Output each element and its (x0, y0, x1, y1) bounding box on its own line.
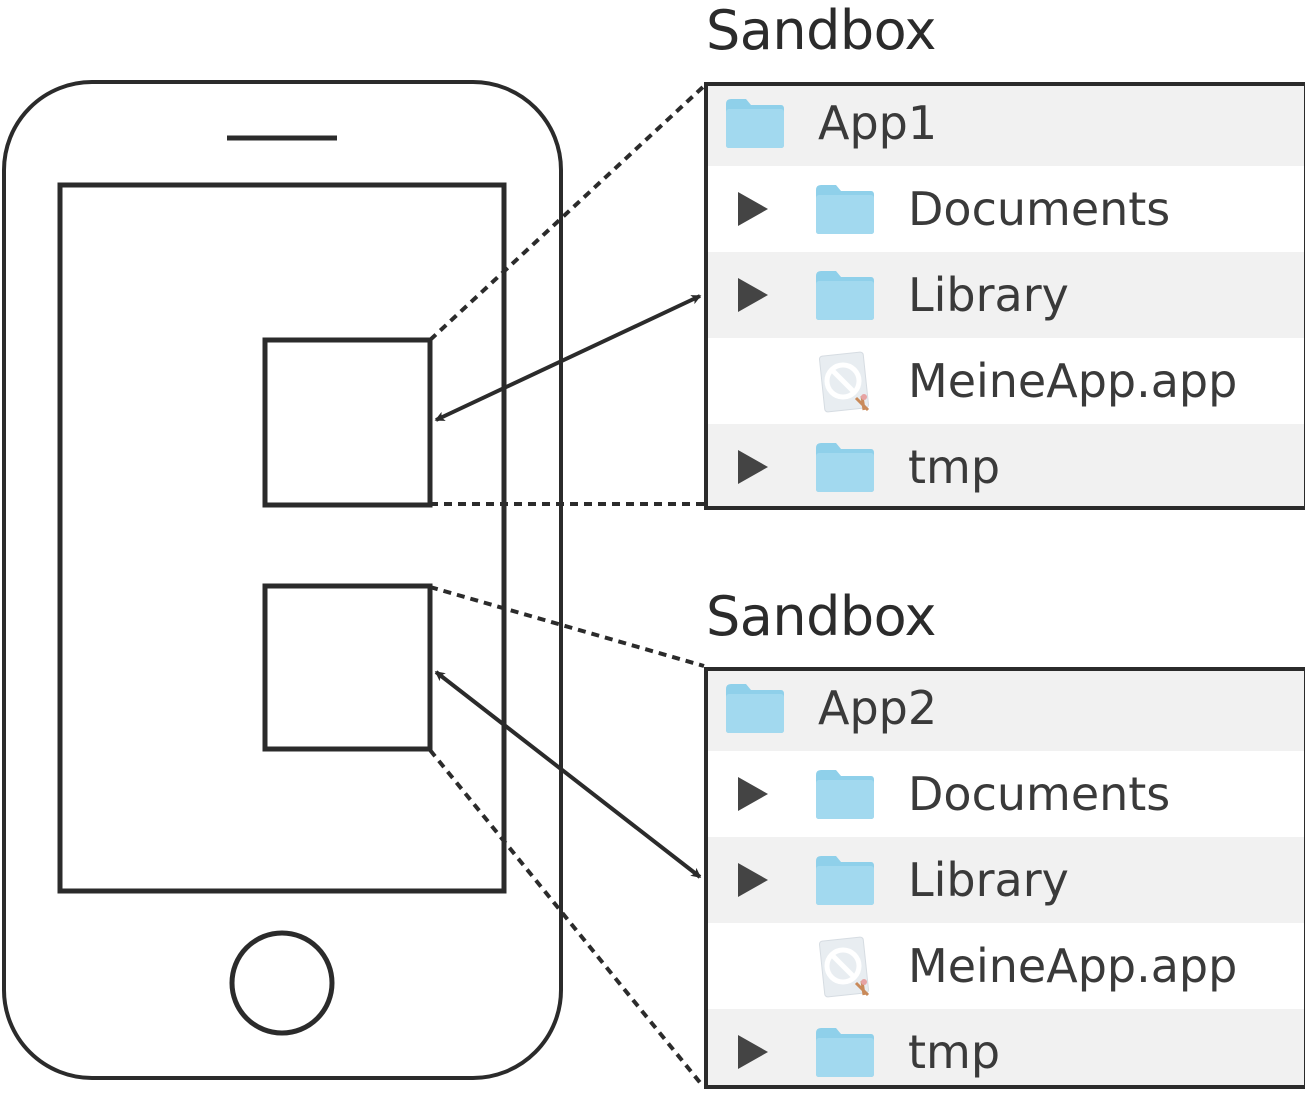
tree-row-label: Documents (908, 767, 1171, 821)
phone-screen (57, 182, 507, 894)
app-bundle-icon (818, 936, 870, 998)
app1-slot (262, 337, 433, 508)
disclosure-triangle-icon[interactable] (738, 278, 768, 312)
folder-icon (816, 770, 874, 819)
tree-row[interactable]: tmp (708, 1009, 1304, 1085)
tree-row-label: MeineApp.app (908, 939, 1238, 993)
zoom-line-app1-top (428, 84, 706, 342)
disclosure-triangle-icon[interactable] (738, 863, 768, 897)
tree-row-label: tmp (908, 440, 1001, 494)
tree-row-label: App1 (818, 96, 938, 150)
tree-row[interactable]: Documents (708, 751, 1304, 837)
tree-row[interactable]: Library (708, 252, 1304, 338)
access-arrow-app1 (434, 294, 702, 422)
access-arrow-app2 (434, 670, 702, 879)
tree-row[interactable]: tmp (708, 424, 1304, 506)
tree-row-label: tmp (908, 1025, 1001, 1079)
zoom-line-app2-bottom (428, 748, 704, 1087)
folder-icon (816, 271, 874, 320)
tree-row-root[interactable]: App1 (708, 86, 1304, 166)
sandbox-panel-app2: App2 Documents Library MeineApp.app tmp (704, 667, 1305, 1089)
tree-row-label: Library (908, 268, 1069, 322)
phone-body (2, 80, 563, 1080)
disclosure-triangle-icon[interactable] (738, 192, 768, 226)
tree-row[interactable]: MeineApp.app (708, 923, 1304, 1009)
sandbox-label: Sandbox (706, 0, 936, 62)
app2-slot (262, 583, 433, 752)
sandbox-label: Sandbox (706, 585, 936, 648)
tree-row-label: Documents (908, 182, 1171, 236)
tree-row[interactable]: MeineApp.app (708, 338, 1304, 424)
tree-row[interactable]: Documents (708, 166, 1304, 252)
folder-icon (726, 684, 784, 733)
folder-icon (816, 185, 874, 234)
tree-row-label: App2 (818, 681, 938, 735)
tree-row[interactable]: Library (708, 837, 1304, 923)
disclosure-triangle-icon[interactable] (738, 450, 768, 484)
folder-icon (816, 856, 874, 905)
sandbox-panel-app1: App1 Documents Library MeineApp.app tmp (704, 82, 1305, 510)
folder-icon (816, 1028, 874, 1077)
zoom-line-app2-top (429, 585, 705, 668)
home-button-icon (229, 930, 335, 1036)
folder-icon (726, 99, 784, 148)
disclosure-triangle-icon[interactable] (738, 1035, 768, 1069)
tree-row-label: MeineApp.app (908, 354, 1238, 408)
disclosure-triangle-icon[interactable] (738, 777, 768, 811)
tree-row-root[interactable]: App2 (708, 671, 1304, 751)
folder-icon (816, 443, 874, 492)
app-bundle-icon (818, 351, 870, 413)
tree-row-label: Library (908, 853, 1069, 907)
